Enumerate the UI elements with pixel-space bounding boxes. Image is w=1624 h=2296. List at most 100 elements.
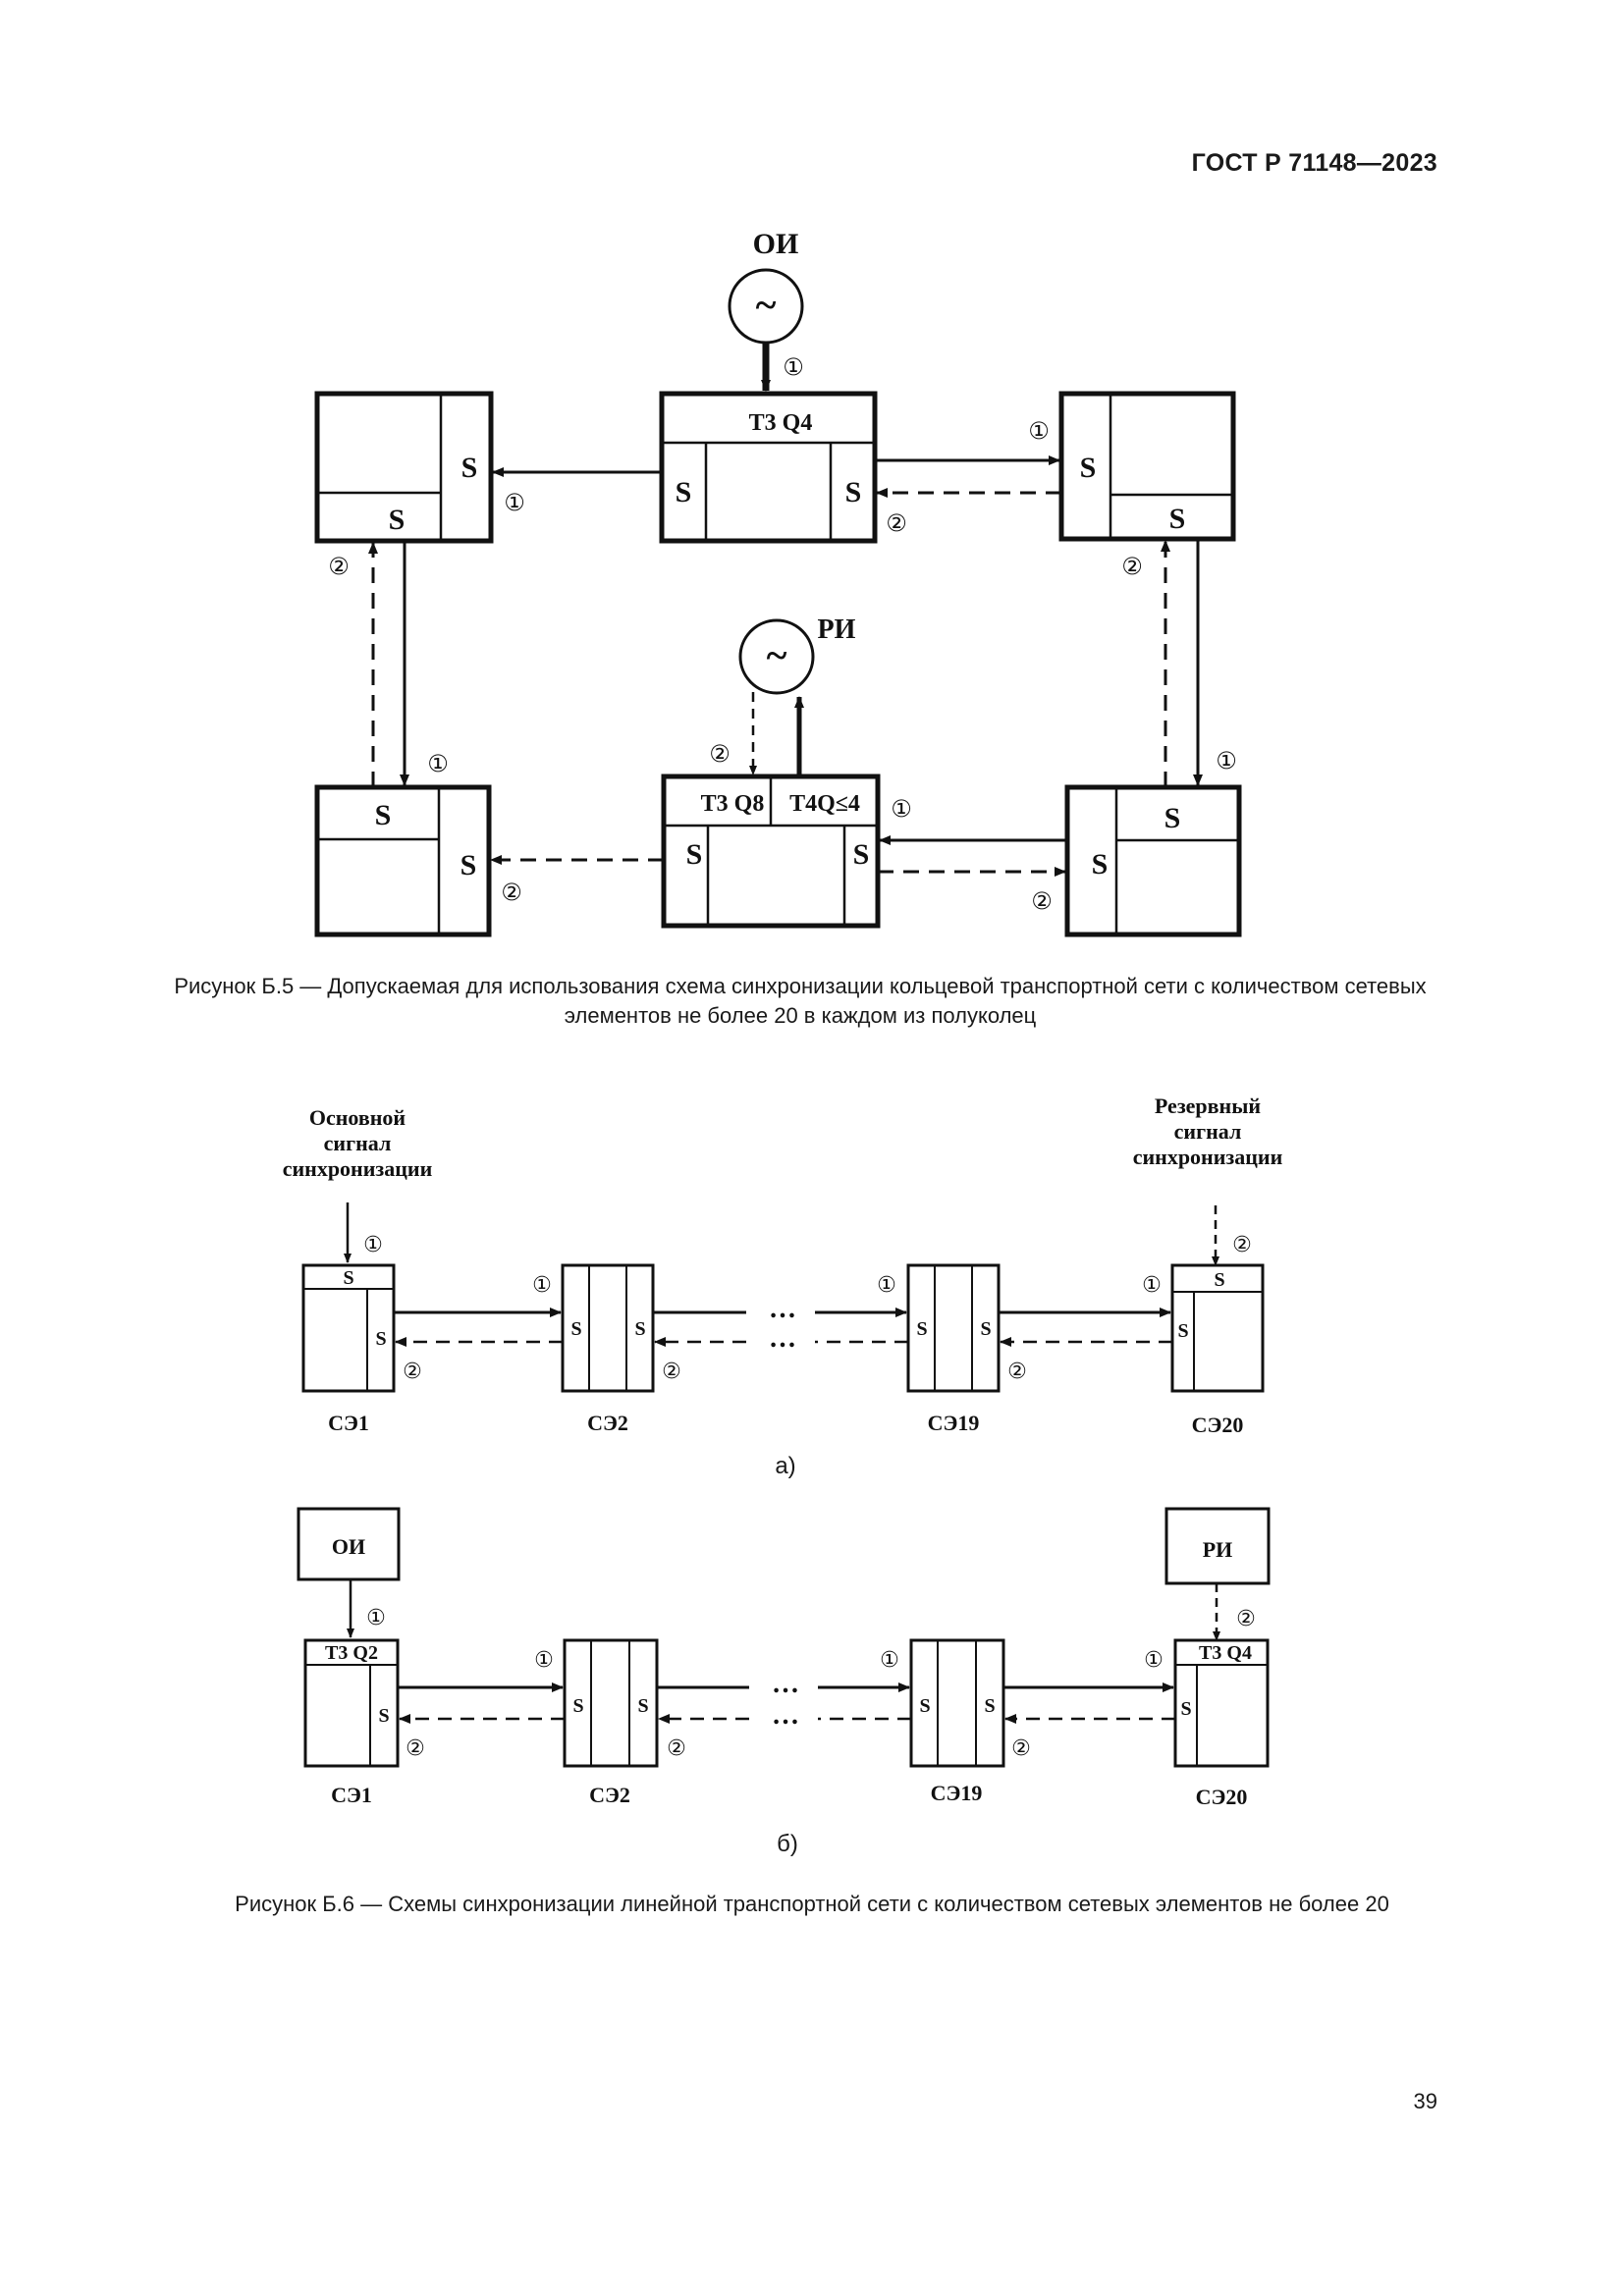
se2-name-b: СЭ2 [589,1783,630,1807]
se1-node-b: T3 Q2 S [303,1638,400,1768]
se20-name-a: СЭ20 [1192,1413,1244,1437]
se2-node-a: S S [561,1263,655,1393]
dots-upper-a: … [769,1294,796,1324]
reserve-signal-label-line3: синхронизации [1133,1145,1283,1169]
se20-a-s-left: S [1177,1320,1188,1342]
mark-se1-2-a: ② [403,1360,422,1384]
mark-topright-2: ② [1121,553,1143,580]
mark-bottomright-2: ② [1031,887,1053,915]
ri-source-label: РИ [818,614,856,645]
figure-6b-linear-scheme: ОИ РИ ① ② T3 Q2 S S S [297,1507,1271,1809]
oi-generator-icon [728,268,804,345]
node-top-center: T3 Q4 S S [659,391,878,544]
se20-node-b: T3 Q4 S [1173,1638,1270,1768]
figure-5-caption: Рисунок Б.5 — Допускаемая для использова… [174,974,1427,1028]
se20-b-s-left: S [1180,1698,1191,1720]
node-top-right-s-bottom: S [1169,503,1186,535]
subfigure-b-label: б) [777,1831,798,1857]
main-signal-mark-a: ① [363,1233,383,1257]
ri-generator-icon [738,618,815,695]
oi-input-mark: ① [783,353,804,381]
se19-node-b: S S [909,1638,1005,1768]
figure-6a-linear-scheme: Основной сигнал синхронизации Резервный … [283,1094,1283,1437]
mark-bottomleft-2: ② [501,879,522,906]
node-top-right-s-left: S [1080,452,1097,484]
mark-topleft-2: ② [328,553,350,580]
node-bottom-right-s-top: S [1164,802,1181,834]
dots-upper-b: … [772,1669,799,1699]
se2-node-b: S S [563,1638,659,1768]
node-bottom-center-s-right: S [853,838,870,871]
oi-box [297,1507,401,1581]
node-top-center-s-left: S [676,476,692,508]
mark-bottomleft-1: ① [427,750,449,777]
se1-node-a: S S [301,1263,396,1393]
node-top-left: S S [314,391,494,544]
mark-se20-1-a: ① [1142,1273,1162,1298]
figure-6-caption: Рисунок Б.6 — Схемы синхронизации линейн… [235,1892,1389,1916]
mark-bottomcenter-1: ① [891,795,912,823]
mark-se19-1-a: ① [877,1273,896,1298]
ri-mark-2: ② [709,740,731,768]
se20-node-a: S S [1170,1263,1265,1393]
se1-a-s-right: S [375,1328,386,1350]
node-bottom-left-s-right: S [460,849,477,881]
se20-b-label: T3 Q4 [1199,1642,1252,1664]
se2-a-s-left: S [570,1318,581,1340]
node-top-right: S S [1058,391,1236,542]
mark-se1-2-b: ② [406,1736,425,1761]
main-signal-label-line3: синхронизации [283,1156,433,1181]
se2-b-s-left: S [572,1695,583,1717]
se19-b-s-right: S [984,1695,995,1717]
mark-se19-2-b: ② [1011,1736,1031,1761]
node-top-center-label: T3 Q4 [749,410,813,436]
se1-b-label: T3 Q2 [325,1642,378,1664]
node-bottom-right: S S [1064,784,1242,937]
se19-a-s-left: S [916,1318,927,1340]
mark-topright-1: ① [1028,417,1050,445]
node-top-left-s-bottom: S [389,504,406,536]
node-bottom-center: T3 Q8 T4Q≤4 S S [661,774,881,929]
figure-5-ring-scheme: ОИ ~ ① T3 Q4 S S S S [314,228,1242,937]
se2-a-s-right: S [634,1318,645,1340]
mark-bottomright-1: ① [1216,747,1237,774]
oi-source-label: ОИ [753,228,799,260]
mark-se2-2-b: ② [667,1736,686,1761]
node-bottom-center-label-left: T3 Q8 [701,791,765,817]
reserve-signal-label-line1: Резервный [1155,1094,1261,1118]
document-code: ГОСТ Р 71148—2023 [1191,149,1437,177]
node-bottom-left: S S [314,784,492,937]
se19-name-a: СЭ19 [928,1411,980,1435]
node-bottom-right-s-left: S [1092,848,1109,881]
node-top-left-s-right: S [461,452,478,484]
mark-topcenter-2: ② [886,509,907,537]
mark-se2-2-a: ② [662,1360,681,1384]
mark-topleft-1: ① [504,489,525,516]
node-top-center-s-right: S [845,476,862,508]
node-bottom-left-s-top: S [375,799,392,831]
dots-lower-b: … [772,1700,799,1731]
se20-name-b: СЭ20 [1196,1785,1248,1809]
se19-name-b: СЭ19 [931,1781,983,1805]
se2-b-s-right: S [637,1695,648,1717]
mark-se19-2-a: ② [1007,1360,1027,1384]
mark-se2-1-a: ① [532,1273,552,1298]
dots-lower-a: … [769,1323,796,1354]
oi-box-label: ОИ [332,1534,365,1559]
ri-tilde: ~ [767,633,787,677]
mark-se19-1-b: ① [880,1648,899,1673]
subfigure-a-label: а) [775,1453,796,1479]
oi-tilde: ~ [756,283,777,327]
ri-box-label: РИ [1203,1537,1233,1562]
node-bottom-center-label-right: T4Q≤4 [789,791,860,817]
reserve-signal-mark-a: ② [1232,1233,1252,1257]
se20-a-s-top: S [1214,1269,1224,1291]
reserve-signal-label-line2: сигнал [1174,1119,1242,1144]
oi-signal-mark-b: ① [366,1606,386,1630]
page-number: 39 [1413,2089,1437,2113]
se19-b-s-left: S [919,1695,930,1717]
mark-se2-1-b: ① [534,1648,554,1673]
se1-name-a: СЭ1 [328,1411,369,1435]
se19-node-a: S S [906,1263,1001,1393]
